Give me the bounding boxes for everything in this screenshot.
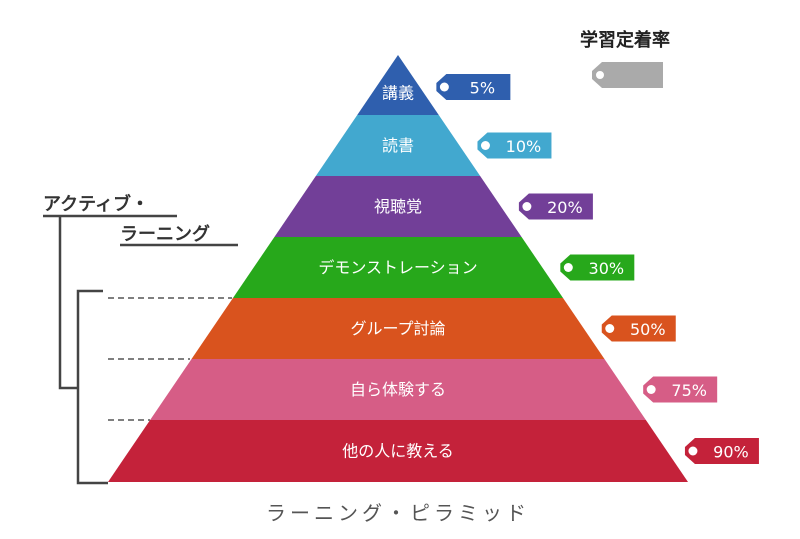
pyramid-layer: グループ討論 50%	[191, 298, 676, 359]
tag-hole	[646, 385, 656, 394]
active-learning-label-line2: ラーニング	[120, 223, 210, 245]
pyramid-layer: デモンストレーション 30%	[232, 237, 635, 298]
layer-label: 他の人に教える	[342, 442, 454, 461]
retention-tag: 50%	[601, 315, 676, 342]
retention-tag: 10%	[477, 132, 552, 159]
retention-value: 90%	[713, 443, 749, 462]
layer-label: 自ら体験する	[350, 380, 446, 399]
layer-band	[191, 298, 605, 359]
retention-value: 75%	[671, 381, 707, 400]
layer-label: 視聴覚	[374, 197, 422, 216]
layer-band	[274, 176, 522, 237]
layer-band	[108, 420, 688, 482]
tag-icon	[684, 438, 759, 464]
divider-dashes	[108, 297, 232, 421]
layer-band	[357, 55, 439, 115]
tag-icon	[643, 376, 718, 403]
pyramid-layer: 講義 5%	[357, 55, 511, 115]
tag-icon	[477, 132, 552, 159]
tag-icon	[518, 193, 593, 220]
tag-hole	[439, 82, 449, 92]
layer-label: 講義	[382, 84, 414, 103]
retention-tag: 90%	[684, 438, 759, 464]
pyramid-layer: 他の人に教える 90%	[108, 420, 759, 482]
retention-value: 10%	[506, 137, 542, 156]
tag-hole	[563, 263, 573, 272]
layer-band	[150, 359, 646, 420]
tag-hole	[522, 202, 532, 211]
pyramid-layer: 読書 10%	[315, 115, 552, 176]
retention-tag: 20%	[518, 193, 593, 220]
tag-hole	[688, 446, 698, 456]
retention-value: 5%	[470, 79, 495, 98]
retention-tag: 5%	[436, 74, 511, 100]
pyramid-layer: 視聴覚 20%	[274, 176, 593, 237]
legend-tag-icon	[592, 62, 663, 88]
pyramid-layer: 自ら体験する 75%	[150, 359, 718, 420]
layer-label: グループ討論	[350, 319, 445, 338]
retention-tag: 30%	[560, 254, 635, 281]
active-learning-label-line1: アクティブ・	[43, 193, 149, 215]
tag-hole	[605, 324, 615, 333]
tag-icon	[560, 254, 635, 281]
legend-label: 学習定着率	[580, 29, 670, 51]
layer-label: デモンストレーション	[318, 258, 477, 277]
tag-icon	[436, 74, 511, 100]
retention-value: 30%	[589, 259, 625, 278]
retention-tag: 75%	[643, 376, 718, 403]
retention-value: 50%	[630, 320, 666, 339]
tag-icon	[601, 315, 676, 342]
active-learning-bracket	[43, 214, 238, 485]
layer-band	[232, 237, 564, 298]
tag-hole	[480, 141, 490, 150]
layer-band	[315, 115, 481, 176]
diagram-title: ラーニング・ピラミッド	[266, 501, 530, 525]
retention-value: 20%	[547, 198, 583, 217]
layer-label: 読書	[382, 136, 414, 155]
